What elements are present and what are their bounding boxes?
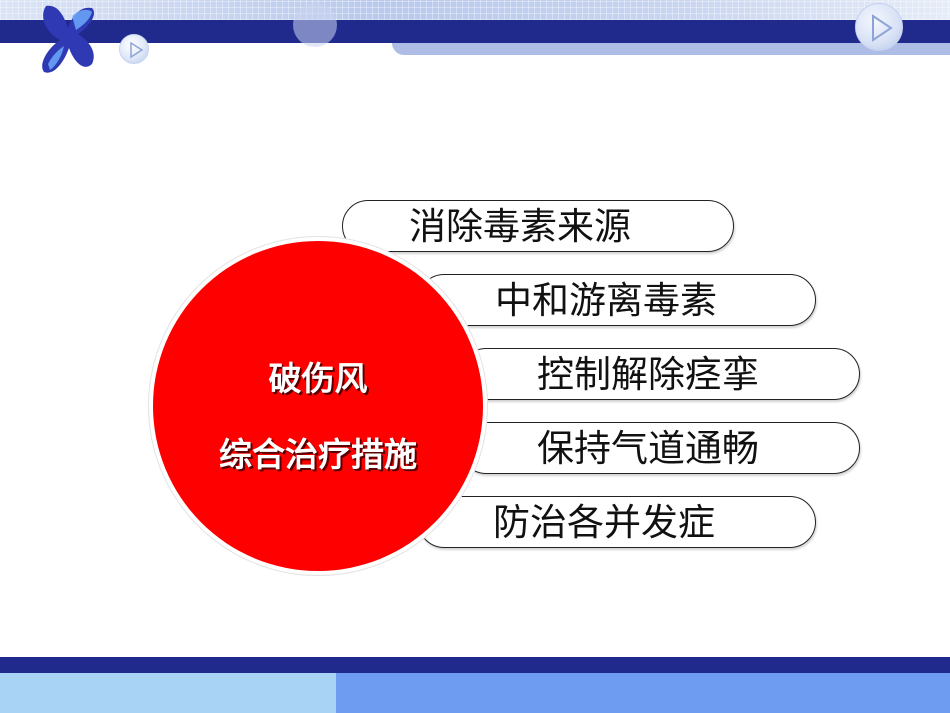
play-icon-large <box>855 3 903 51</box>
top-banner-tab <box>392 43 950 55</box>
pill-item-label: 控制解除痉挛 <box>537 353 759 396</box>
center-title-line1: 破伤风 <box>268 359 368 398</box>
top-banner-bar <box>0 20 950 43</box>
pill-item-label: 保持气道通畅 <box>537 427 759 470</box>
pill-item-label: 消除毒素来源 <box>409 205 631 248</box>
pill-item-label: 中和游离毒素 <box>495 279 717 322</box>
top-banner-pattern <box>0 0 950 20</box>
logo-x-icon <box>42 5 95 73</box>
bottom-banner-bar <box>0 657 950 673</box>
bottom-banner-light <box>0 673 336 713</box>
center-circle <box>153 241 483 571</box>
pill-item-1: 消除毒素来源 <box>342 200 734 252</box>
bottom-banner-mid <box>336 673 950 713</box>
play-icon <box>119 34 149 64</box>
pill-item-2: 中和游离毒素 <box>418 274 816 326</box>
pill-item-4: 保持气道通畅 <box>460 422 860 474</box>
pill-item-3: 控制解除痉挛 <box>460 348 860 400</box>
pill-item-5: 防治各并发症 <box>418 496 816 548</box>
play-ghost-icon <box>293 3 337 47</box>
center-title-line2: 综合治疗措施 <box>219 435 417 474</box>
pill-item-label: 防治各并发症 <box>493 501 715 544</box>
